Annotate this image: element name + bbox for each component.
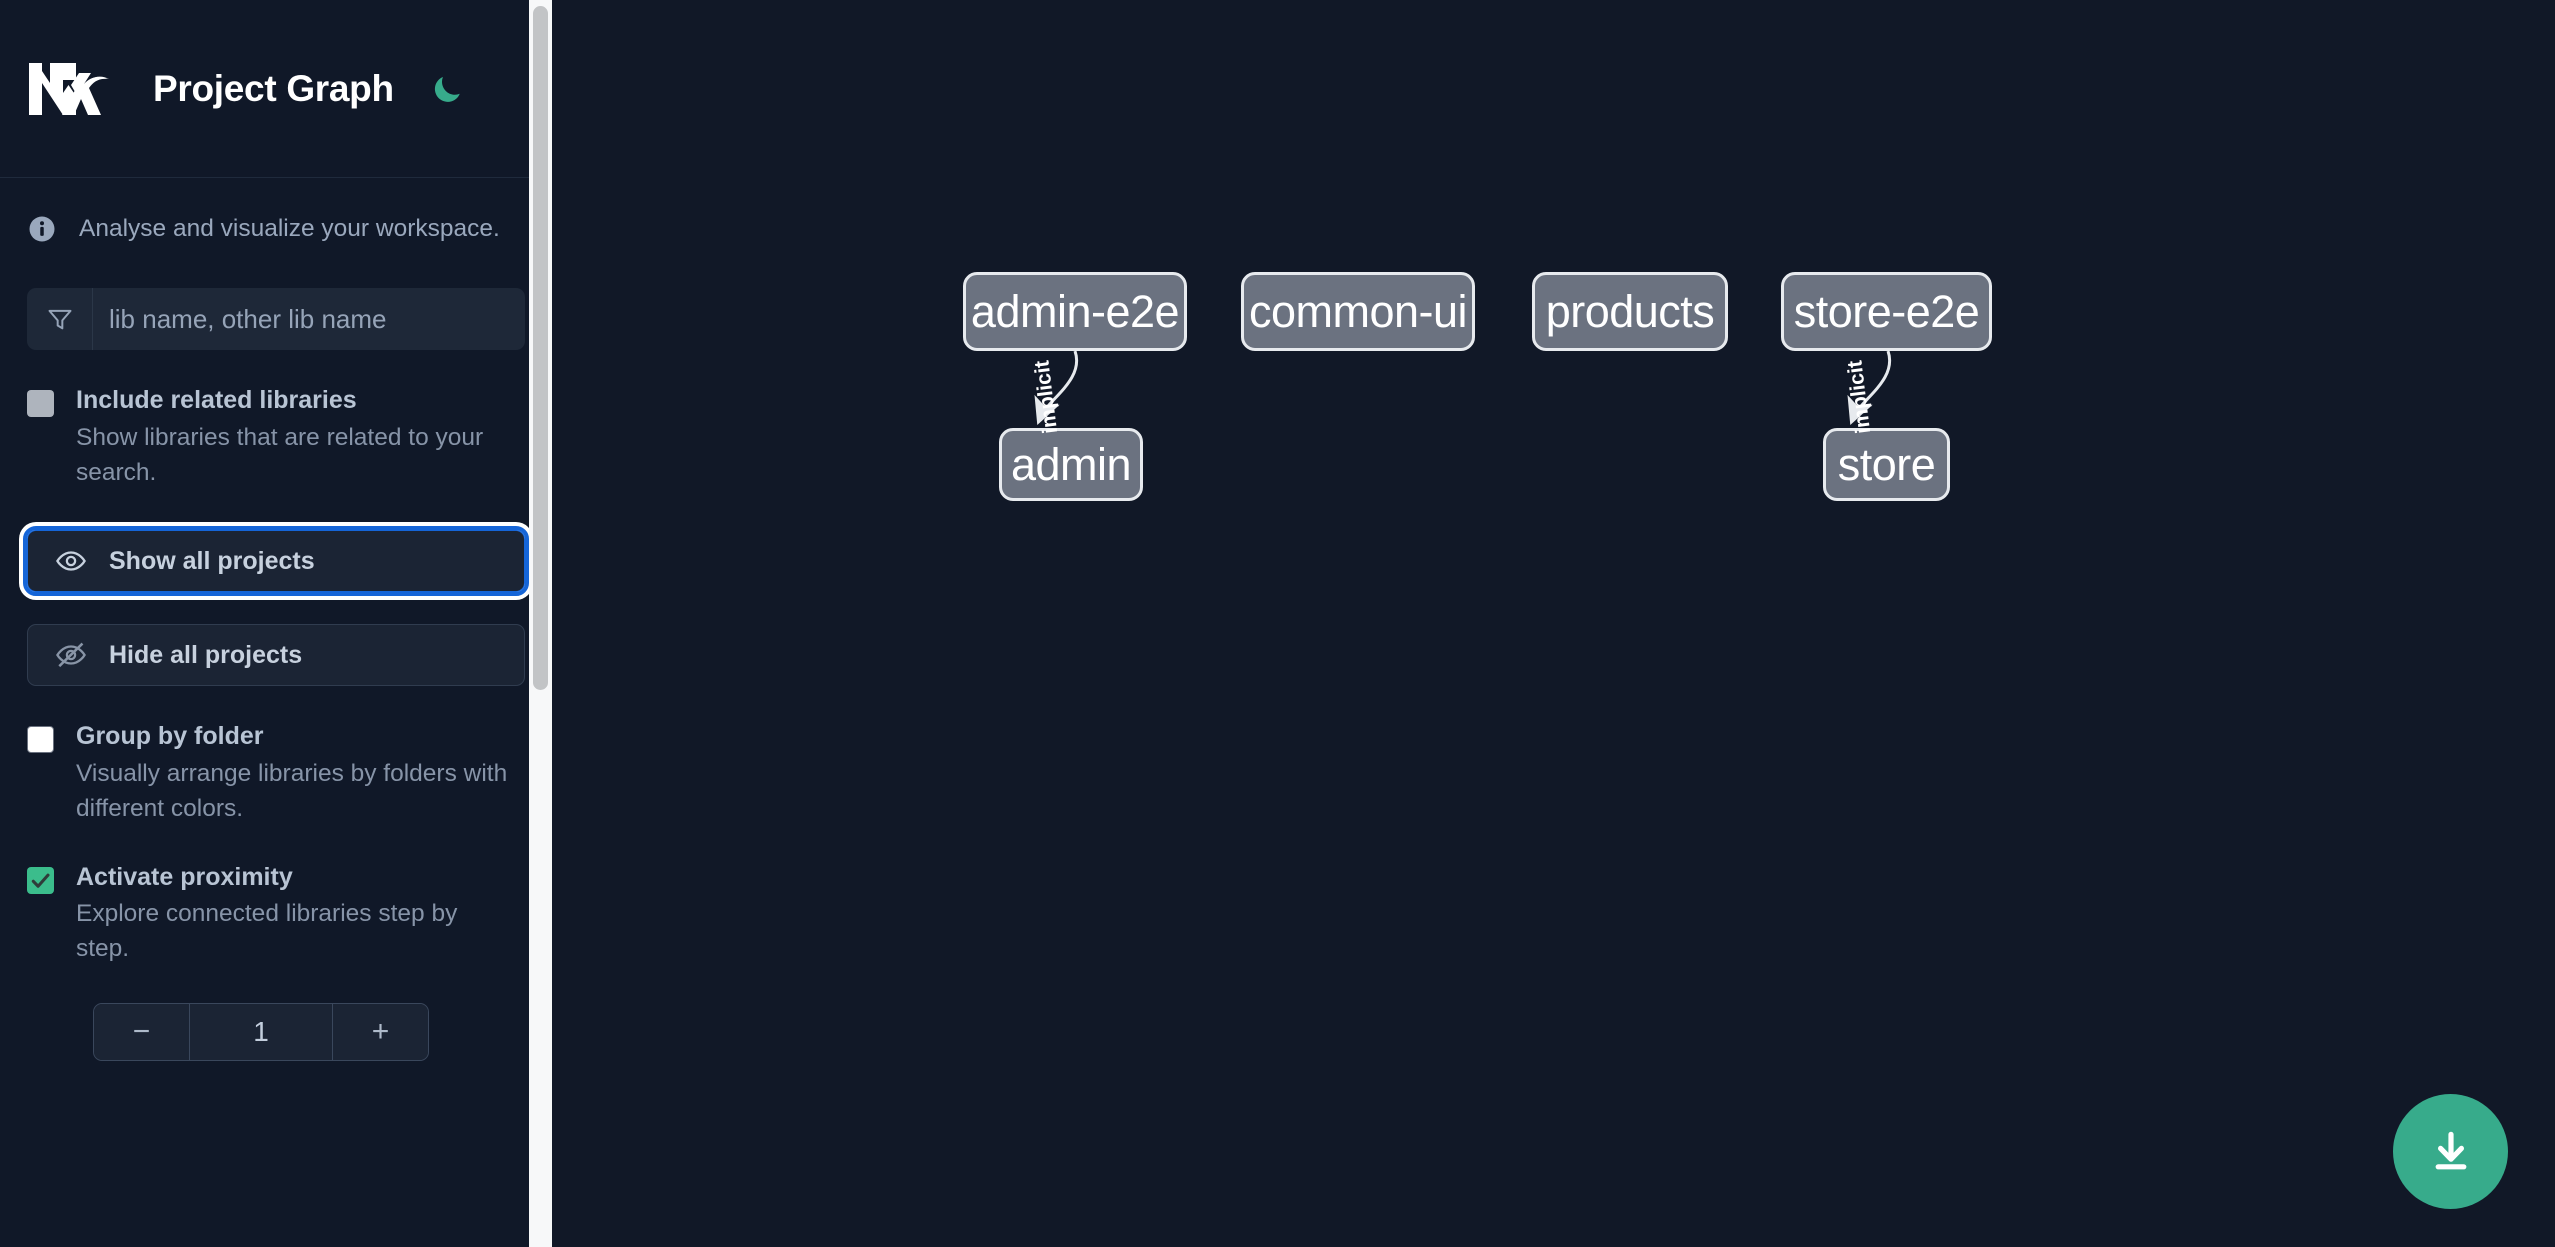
option-texts: Group by folder Visually arrange librari…: [76, 722, 516, 826]
sidebar: Project Graph Analyse and visualize your…: [0, 0, 552, 1247]
graph-node-admin-e2e[interactable]: admin-e2e: [963, 272, 1187, 351]
graph-node-store-e2e[interactable]: store-e2e: [1781, 272, 1992, 351]
activate-proximity-checkbox[interactable]: [27, 866, 54, 894]
graph-node-products[interactable]: products: [1532, 272, 1728, 351]
option-title: Group by folder: [76, 722, 264, 751]
include-related-libraries-checkbox[interactable]: [27, 390, 54, 417]
graph-canvas[interactable]: admin-e2e common-ui products store-e2e a…: [552, 0, 2555, 1247]
option-title: Activate proximity: [76, 862, 293, 891]
moon-glyph: [434, 76, 460, 102]
proximity-stepper[interactable]: − 1 +: [93, 1002, 429, 1061]
search-field[interactable]: [27, 288, 525, 350]
nx-logo-icon: [29, 62, 109, 115]
eye-off-icon: [56, 642, 86, 668]
graph-node-store[interactable]: store: [1823, 428, 1950, 501]
option-description: Explore connected libraries step by step…: [76, 900, 458, 963]
sidebar-body: Include related libraries Show libraries…: [0, 288, 552, 1061]
edge-label-store-implicit: implicit: [1843, 359, 1876, 435]
funnel-glyph: [48, 309, 71, 330]
group-by-folder-checkbox[interactable]: [27, 726, 54, 754]
eye-icon: [56, 551, 86, 571]
page-title: Project Graph: [153, 67, 394, 109]
option-title: Include related libraries: [76, 386, 357, 414]
graph-node-admin[interactable]: admin: [999, 428, 1143, 501]
graph-node-common-ui[interactable]: common-ui: [1241, 272, 1475, 351]
sidebar-header: Project Graph: [0, 0, 552, 178]
download-icon: [2435, 1131, 2466, 1169]
show-all-projects-button[interactable]: Show all projects: [23, 526, 529, 597]
option-activate-proximity[interactable]: Activate proximity Explore connected lib…: [27, 863, 525, 967]
moon-icon[interactable]: [424, 66, 470, 112]
info-text: Analyse and visualize your workspace.: [79, 215, 500, 242]
option-include-related-libraries[interactable]: Include related libraries Show libraries…: [27, 386, 525, 490]
sidebar-scrollbar-track[interactable]: [529, 0, 552, 1247]
filter-funnel-icon: [27, 288, 93, 350]
proximity-value: 1: [253, 1015, 269, 1047]
visibility-buttons: Show all projects Hide all projects: [23, 526, 529, 687]
checkmark-icon: [31, 873, 50, 888]
workspace-info: Analyse and visualize your workspace.: [0, 178, 552, 280]
proximity-increment-button[interactable]: +: [332, 1003, 428, 1060]
sidebar-scrollbar-thumb[interactable]: [533, 6, 548, 690]
show-all-projects-label: Show all projects: [109, 546, 315, 575]
download-graph-button[interactable]: [2393, 1094, 2508, 1209]
proximity-decrement-button[interactable]: −: [94, 1003, 190, 1060]
option-texts: Activate proximity Explore connected lib…: [76, 863, 516, 967]
graph-edges-layer: [1034, 350, 1892, 425]
option-description: Visually arrange libraries by folders wi…: [76, 760, 508, 822]
edge-label-admin-implicit: implicit: [1030, 359, 1063, 435]
option-texts: Include related libraries Show libraries…: [76, 386, 516, 490]
option-description: Show libraries that are related to your …: [76, 423, 484, 486]
edge-store-e2e-to-store: [1847, 350, 1892, 425]
hide-all-projects-label: Hide all projects: [109, 640, 303, 669]
hide-all-projects-button[interactable]: Hide all projects: [27, 624, 525, 687]
search-input[interactable]: [93, 288, 525, 350]
option-group-by-folder[interactable]: Group by folder Visually arrange librari…: [27, 722, 525, 826]
info-circle-icon: [29, 216, 55, 242]
edge-admin-e2e-to-admin: [1034, 350, 1079, 425]
